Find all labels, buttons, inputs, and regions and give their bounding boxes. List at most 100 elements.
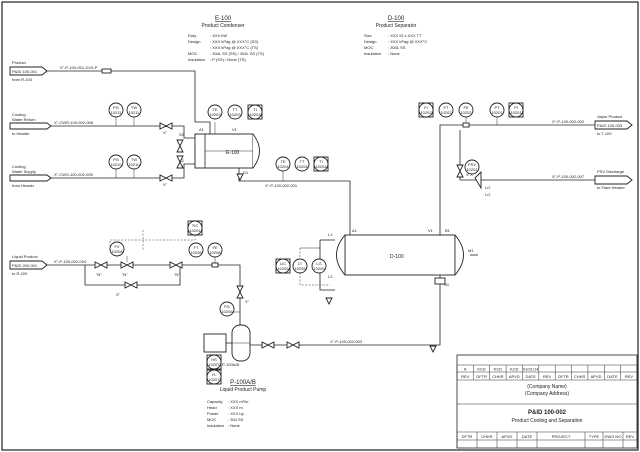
gate-valve-icon (456, 164, 464, 178)
offpage-liquid-out[interactable]: Liquid Product P&ID 200-001 to R-200 (9, 254, 48, 276)
instrument-bubble[interactable]: TW 10211 (126, 102, 142, 126)
offpage-arrow (594, 120, 633, 130)
offpage-sub: to Flare Header (597, 185, 625, 190)
offpage-product-in[interactable]: Product P&ID 100-001 from R-100 (9, 60, 48, 82)
instrument-bubble[interactable]: TW 10210 (126, 154, 142, 178)
pump-spec-val: : XXX m (228, 405, 243, 410)
instrument-bubble[interactable]: FE 10208 (207, 242, 223, 268)
psv-size-label: X"X" (466, 172, 475, 177)
offpage-cw-return[interactable]: Cooling Water Return to Header (9, 112, 52, 136)
offpage-psv-out[interactable]: PSV Discharge to Flare Header (594, 169, 633, 190)
pump-p100[interactable]: P-100A/B (203, 324, 251, 367)
svg-text:10205: 10205 (294, 266, 306, 271)
svg-text:TE: TE (212, 107, 217, 112)
instrument-bubble[interactable]: TT 10204 (294, 156, 310, 172)
footer-cell: REV (626, 434, 635, 439)
footer-cell: CHKR (481, 434, 492, 439)
pump-spec-val: : XXX m³/hr (228, 399, 249, 404)
offpage-vapor-out[interactable]: Vapor Product P&ID 100-003 to T-100 (594, 114, 633, 136)
instrument-bubble[interactable]: TE 10203 (207, 104, 223, 120)
instrument-bubble[interactable]: YL 10207 (206, 369, 222, 385)
offpage-title: PSV Discharge (597, 169, 625, 174)
line-numbers: X"-P-100-001-XXX-P X"-CWR-100-002-006 X"… (54, 65, 585, 344)
note-n: "N" (174, 272, 180, 277)
separator-spec-val: : None (388, 51, 401, 56)
footer-cell: DWG NO (605, 434, 622, 439)
offpage-sub: to T-100 (597, 131, 612, 136)
valves (94, 122, 482, 354)
separator-spec-key: Size (364, 33, 373, 38)
offpage-title: Cooling (12, 112, 26, 117)
separator-d100[interactable]: D-100 A1 V1 B1 L1 L2 M1 N1 (328, 228, 474, 287)
instrument-bubble[interactable]: PI 10201 (508, 102, 524, 118)
instrument-bubble[interactable]: FT 10202 (438, 102, 454, 118)
offpage-cw-supply[interactable]: Cooling Water Supply from Header (9, 164, 52, 188)
instrument-bubble[interactable]: LIC 10205 (275, 258, 291, 274)
instrument-bubble[interactable]: TE 10204 (275, 156, 291, 181)
offpage-arrow (9, 260, 48, 270)
svg-text:10205: 10205 (313, 266, 325, 271)
svg-text:PG: PG (113, 157, 119, 162)
instrument-bubble[interactable]: FE 10202 (458, 102, 474, 128)
condenser-spec-val: : XXX kPag @ XXX°C (TS) (210, 45, 259, 50)
offpage-sub: from R-100 (12, 77, 33, 82)
condenser-spec-val: : XXX kPag @ XXX°C (SS) (210, 39, 259, 44)
line-number: X"-P-100-002-004 (54, 259, 87, 264)
instrument-bubble[interactable]: FI 10202 (418, 102, 434, 118)
instrument-bubble[interactable]: PG 10211 (108, 102, 124, 126)
instrument-bubble[interactable]: PG 10206 (219, 301, 235, 317)
svg-text:10204: 10204 (296, 164, 308, 169)
pump-spec-val: : XXX hp (228, 411, 245, 416)
vortex-breaker (434, 277, 446, 285)
bypass-valve-icon (124, 281, 138, 289)
nozzle-label: L2 (328, 274, 333, 279)
svg-text:10207: 10207 (208, 362, 220, 367)
instruments[interactable]: PG 10211 TW 10211 PG 10210 TW 10210 TE 1 (108, 102, 524, 385)
svg-text:YL: YL (212, 372, 218, 377)
instrument-bubble[interactable]: TT 10203 (227, 104, 243, 120)
instrument-bubble[interactable]: PG 10210 (108, 154, 124, 178)
instrument-bubble[interactable]: FT 10208 (188, 242, 204, 258)
revision-cell: KCD (477, 367, 486, 372)
offpage-sub: to R-200 (12, 271, 28, 276)
svg-text:10205: 10205 (277, 266, 289, 271)
nozzle-label: N1 (444, 282, 450, 287)
pump-spec-key: MOC (207, 417, 216, 422)
svg-text:10208: 10208 (111, 249, 123, 254)
offpage-sub: to Header (12, 131, 30, 136)
svg-text:10208: 10208 (190, 250, 202, 255)
instrument-bubble[interactable]: TI 10203 (247, 104, 263, 120)
control-valve-icon (120, 261, 134, 269)
svg-text:PG: PG (113, 105, 119, 110)
instrument-bubble[interactable]: PT 10201 (489, 102, 505, 125)
instrument-bubble[interactable]: HS 10207 (206, 354, 222, 370)
separator-spec-val: : XXX ID x XXX TT (388, 33, 422, 38)
svg-text:TW: TW (131, 105, 137, 110)
pump-spec-key: Power (207, 411, 219, 416)
instrument-bubble[interactable]: LT 10205 (292, 258, 308, 274)
line-number: X"-P-100-002-003 (330, 339, 363, 344)
svg-text:TIC: TIC (192, 223, 199, 228)
offpage-ref: P&ID 100-003 (597, 123, 623, 128)
footer-cell: PROJECT (552, 434, 571, 439)
svg-text:PG: PG (224, 304, 230, 309)
pump-spec-key: Insulation (207, 423, 224, 428)
svg-text:TI: TI (319, 159, 323, 164)
separator-spec-key: MOC (364, 45, 373, 50)
svg-text:LIC: LIC (280, 261, 286, 266)
offpage-arrow (9, 66, 48, 76)
instrument-bubble[interactable]: LG 10205 (311, 258, 327, 274)
line-number: X"-P-100-002-002 (552, 119, 585, 124)
svg-text:FV: FV (114, 244, 119, 249)
instrument-bubble[interactable]: TI 10204 (313, 156, 329, 172)
nozzle-label: D1 (243, 170, 249, 175)
instrument-bubble[interactable]: PSV 10201 (464, 159, 480, 175)
offpage-title: Liquid Product (12, 254, 38, 259)
svg-text:10204: 10204 (315, 164, 327, 169)
nozzle-label: B1 (445, 228, 451, 233)
condenser-e100[interactable]: E-100 A1 V1 S2 A2 S1 D1 (179, 127, 260, 175)
instrument-bubble[interactable]: FV 10208 (109, 241, 128, 262)
instrument-bubble[interactable]: TIC 10201 (187, 220, 203, 236)
offpage-title2: Water Supply (12, 169, 36, 174)
offpage-arrow (9, 174, 52, 182)
